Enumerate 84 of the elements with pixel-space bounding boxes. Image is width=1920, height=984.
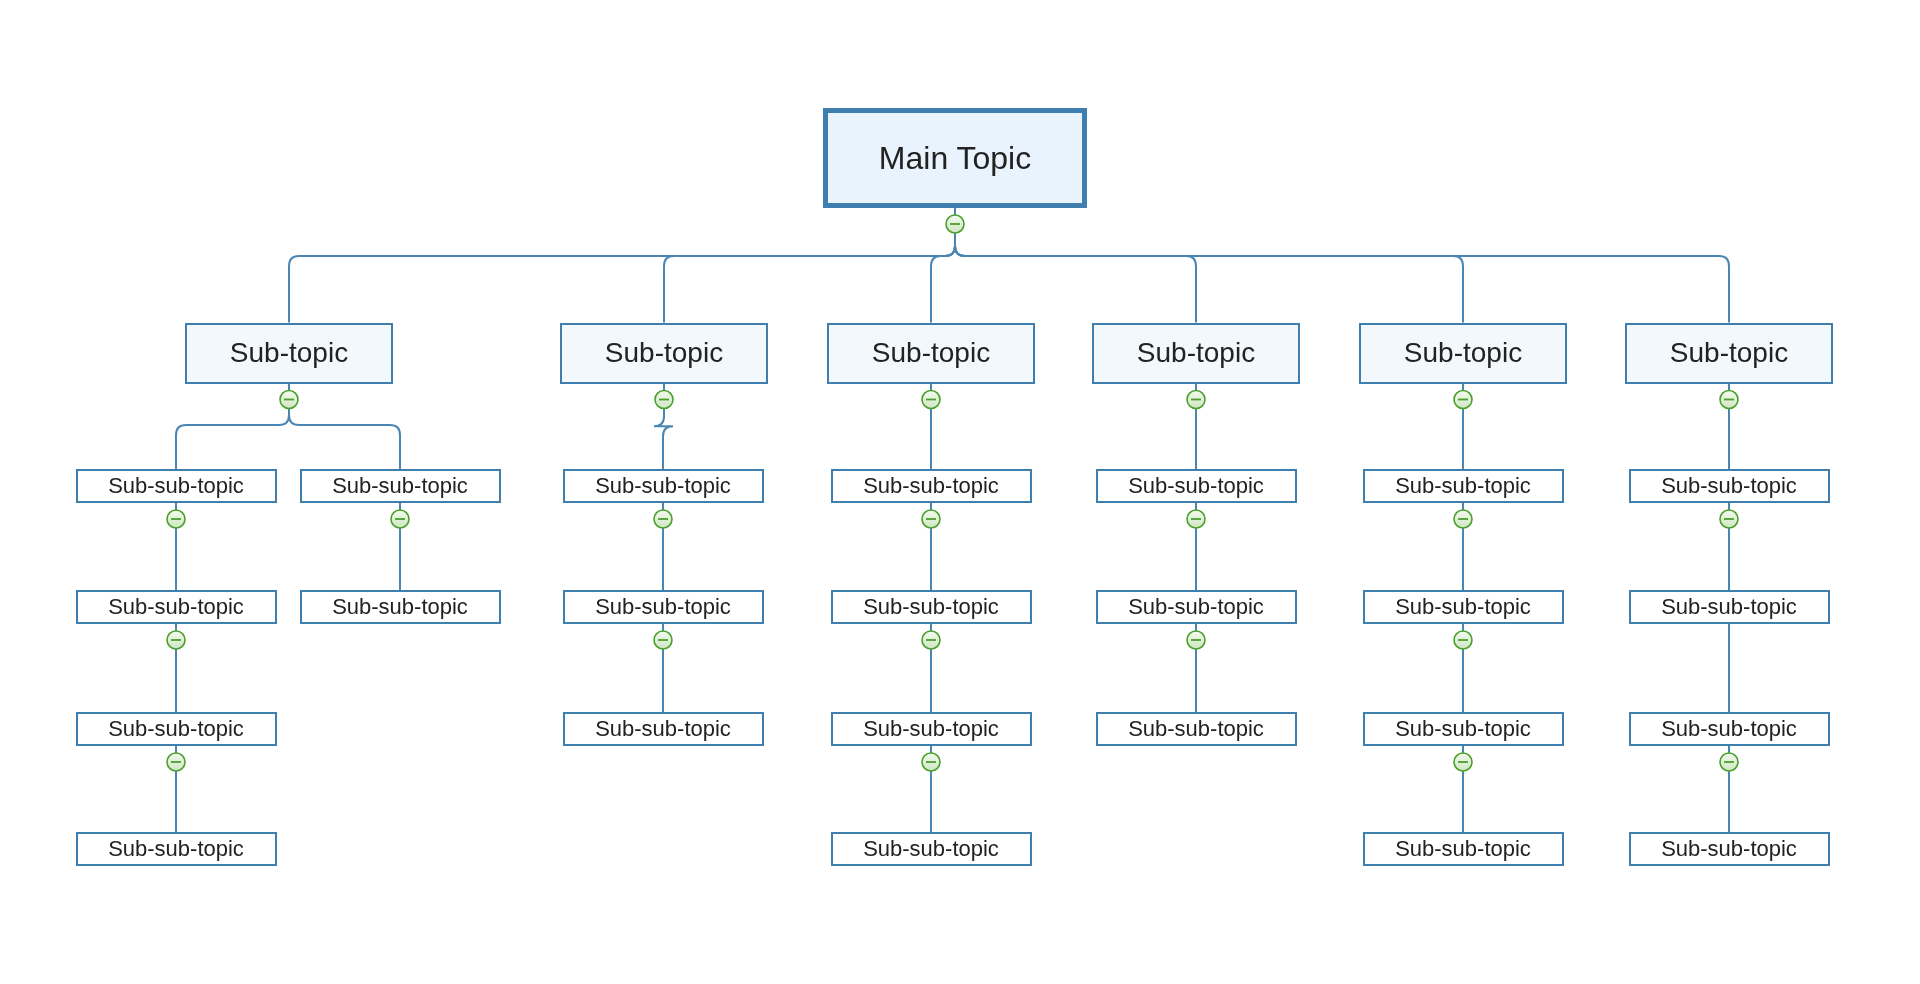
topic-label: Sub-sub-topic [1395,836,1531,862]
connector-line [399,502,401,591]
connector-line [1728,502,1730,591]
subsubtopic-box [562,590,764,624]
subtopic-box [1092,322,1300,384]
subsubtopic-box [1095,590,1297,624]
subsubtopic-box [830,712,1032,746]
subsubtopic-box [299,590,501,624]
connector-line [1462,502,1464,591]
topic-label: Sub-sub-topic [863,716,999,742]
topic-label: Sub-topic [1403,337,1523,369]
connector-line [662,623,664,713]
topic-label: Sub-sub-topic [108,594,244,620]
topic-label: Main Topic [878,139,1032,177]
subtopic-box [1359,322,1567,384]
subsubtopic-box [1628,832,1830,866]
connector-line [1462,623,1464,713]
topic-label: Sub-sub-topic [1661,594,1797,620]
topic-label: Sub-sub-topic [1661,836,1797,862]
topic-label: Sub-sub-topic [863,836,999,862]
subtopic-box [560,322,768,384]
subtopic-box [1625,322,1833,384]
topic-label: Sub-sub-topic [595,594,731,620]
topic-label: Sub-sub-topic [595,473,731,499]
topic-label: Sub-topic [1136,337,1256,369]
connector-line [175,745,177,833]
subsubtopic-box [562,469,764,503]
connector-line [1728,623,1730,713]
subsubtopic-box [75,590,277,624]
topic-label: Sub-sub-topic [863,473,999,499]
topic-label: Sub-sub-topic [332,473,468,499]
topic-label: Sub-topic [1669,337,1789,369]
subsubtopic-box [1362,469,1564,503]
subsubtopic-box [75,469,277,503]
topic-label: Sub-sub-topic [863,594,999,620]
main-topic-box [823,108,1087,208]
connector-line [1462,745,1464,833]
connector-line [930,623,932,713]
connector-line [653,382,674,470]
topic-label: Sub-sub-topic [1395,473,1531,499]
subsubtopic-box [75,712,277,746]
connector-line [1728,745,1730,833]
topic-label: Sub-topic [229,337,349,369]
connector-line [175,623,177,713]
subsubtopic-box [830,469,1032,503]
topic-label: Sub-topic [604,337,724,369]
subsubtopic-box [1095,712,1297,746]
connector-line [1728,382,1730,470]
connector-line [930,382,932,470]
connector-line [662,502,664,591]
subsubtopic-box [1362,832,1564,866]
subsubtopic-box [1628,469,1830,503]
subsubtopic-box [299,469,501,503]
topic-label: Sub-sub-topic [1395,594,1531,620]
subtopic-box [185,322,393,384]
connector-line [930,502,932,591]
subsubtopic-box [1628,712,1830,746]
subsubtopic-box [1362,590,1564,624]
topic-label: Sub-sub-topic [108,716,244,742]
topic-label: Sub-sub-topic [595,716,731,742]
subsubtopic-box [1095,469,1297,503]
topic-label: Sub-sub-topic [1128,716,1264,742]
topic-label: Sub-sub-topic [1661,716,1797,742]
connector-line [1462,382,1464,470]
subsubtopic-box [1362,712,1564,746]
topic-label: Sub-sub-topic [108,836,244,862]
subsubtopic-box [830,590,1032,624]
topic-label: Sub-sub-topic [1128,473,1264,499]
topic-label: Sub-sub-topic [108,473,244,499]
subsubtopic-box [562,712,764,746]
connector-line [175,502,177,591]
connector-line [930,745,932,833]
subsubtopic-box [830,832,1032,866]
subsubtopic-box [1628,590,1830,624]
subtopic-box [827,322,1035,384]
subsubtopic-box [75,832,277,866]
connector-line [1195,382,1197,470]
topic-label: Sub-sub-topic [332,594,468,620]
topic-label: Sub-topic [871,337,991,369]
topic-label: Sub-sub-topic [1661,473,1797,499]
topic-label: Sub-sub-topic [1128,594,1264,620]
connector-line [1195,502,1197,591]
connector-line [1195,623,1197,713]
topic-label: Sub-sub-topic [1395,716,1531,742]
